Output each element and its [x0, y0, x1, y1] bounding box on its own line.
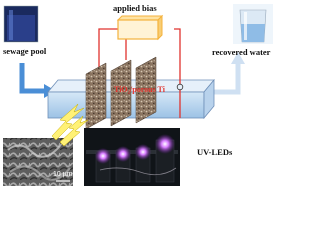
lightning-icon [51, 103, 89, 147]
uv-led-unit [135, 144, 151, 183]
recovered-water-photo [233, 4, 273, 44]
electrode-label: TiO₂/porous Ti [114, 85, 165, 94]
uv-led-unit [115, 146, 131, 183]
uv-leds-label: UV-LEDs [197, 147, 233, 157]
sewage-pool-label: sewage pool [3, 46, 47, 56]
porous-electrodes [85, 56, 157, 130]
sewage-pool-photo [3, 5, 39, 43]
outflow-arrow [205, 52, 245, 95]
bias-power-box [116, 14, 164, 41]
uv-led-photo [84, 128, 180, 186]
scale-bar-label: 10 µm [53, 171, 73, 178]
wire-terminal [176, 83, 184, 91]
sem-micrograph [3, 138, 73, 186]
recovered-water-label: recovered water [212, 47, 271, 57]
diagram-canvas [3, 4, 273, 186]
applied-bias-label: applied bias [113, 3, 157, 13]
uv-led-unit [95, 148, 111, 183]
